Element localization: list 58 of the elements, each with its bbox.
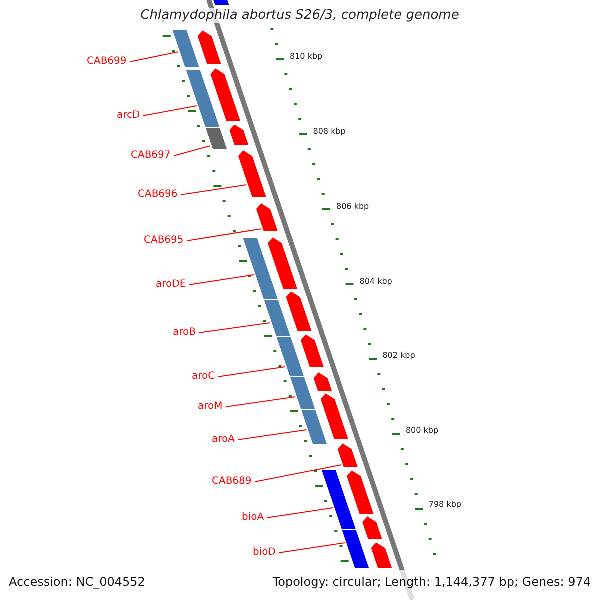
leader-line bbox=[130, 52, 180, 62]
accession-note: Accession: NC_004552 bbox=[9, 575, 146, 589]
gene-bar bbox=[289, 376, 317, 410]
gene-label: bioA bbox=[242, 512, 264, 524]
gene-block bbox=[228, 123, 250, 146]
gene-label: aroC bbox=[192, 371, 216, 383]
gene-label: CAB689 bbox=[212, 476, 252, 488]
leader-line bbox=[188, 274, 255, 286]
scale-label: 798 kbp bbox=[428, 500, 462, 510]
leader-line bbox=[142, 106, 198, 116]
genome-summary-note: Topology: circular; Length: 1,144,377 bp; Genes: 974 bbox=[272, 575, 591, 589]
gene-bar bbox=[300, 410, 329, 446]
gene-block bbox=[266, 236, 299, 290]
gene-label: aroA bbox=[212, 434, 235, 446]
gene-block bbox=[255, 202, 280, 232]
gene-label: aroDE bbox=[156, 279, 186, 291]
gene-label: CAB699 bbox=[87, 56, 127, 68]
leader-line bbox=[226, 396, 296, 408]
scale-label: 802 kbp bbox=[382, 351, 416, 361]
scale-label: 800 kbp bbox=[406, 426, 439, 436]
gene-bar bbox=[276, 336, 306, 378]
gene-bar bbox=[171, 30, 201, 68]
gene-block bbox=[336, 442, 360, 468]
gene-block bbox=[196, 29, 223, 66]
scale-label: 810 kbp bbox=[290, 52, 323, 62]
gene-block bbox=[312, 371, 334, 392]
gene-bar bbox=[263, 300, 292, 338]
gene-label: CAB697 bbox=[131, 150, 171, 162]
gene-bar bbox=[242, 238, 280, 300]
leader-line bbox=[278, 542, 346, 554]
leader-line bbox=[180, 184, 248, 196]
gene-block bbox=[237, 149, 268, 198]
leader-line bbox=[254, 464, 342, 482]
gene-block bbox=[285, 290, 314, 332]
gene-label: CAB695 bbox=[144, 235, 184, 247]
gene-label: aroM bbox=[198, 401, 223, 413]
gene-block bbox=[300, 333, 326, 368]
gene-block bbox=[346, 469, 376, 516]
leader-line bbox=[198, 322, 271, 334]
gene-bar bbox=[185, 70, 222, 128]
gene-block bbox=[320, 392, 350, 440]
gene-bar bbox=[204, 128, 229, 150]
gene-label: CAB696 bbox=[138, 189, 178, 201]
scale-label: 806 kbp bbox=[336, 202, 370, 212]
gene-bar bbox=[320, 470, 358, 530]
leader-line bbox=[186, 228, 262, 242]
gene-block bbox=[370, 541, 394, 570]
gene-block bbox=[210, 67, 242, 122]
gene-label: arcD bbox=[117, 110, 140, 122]
scale-label: 804 kbp bbox=[360, 277, 392, 287]
gene-label: aroB bbox=[173, 327, 196, 339]
leader-line bbox=[266, 508, 334, 518]
gene-bar bbox=[340, 530, 371, 570]
leader-line bbox=[238, 430, 308, 440]
gene-label: bioD bbox=[253, 547, 276, 559]
scale-label: 808 kbp bbox=[313, 127, 346, 137]
gene-block bbox=[361, 515, 384, 540]
leader-line bbox=[218, 366, 286, 378]
